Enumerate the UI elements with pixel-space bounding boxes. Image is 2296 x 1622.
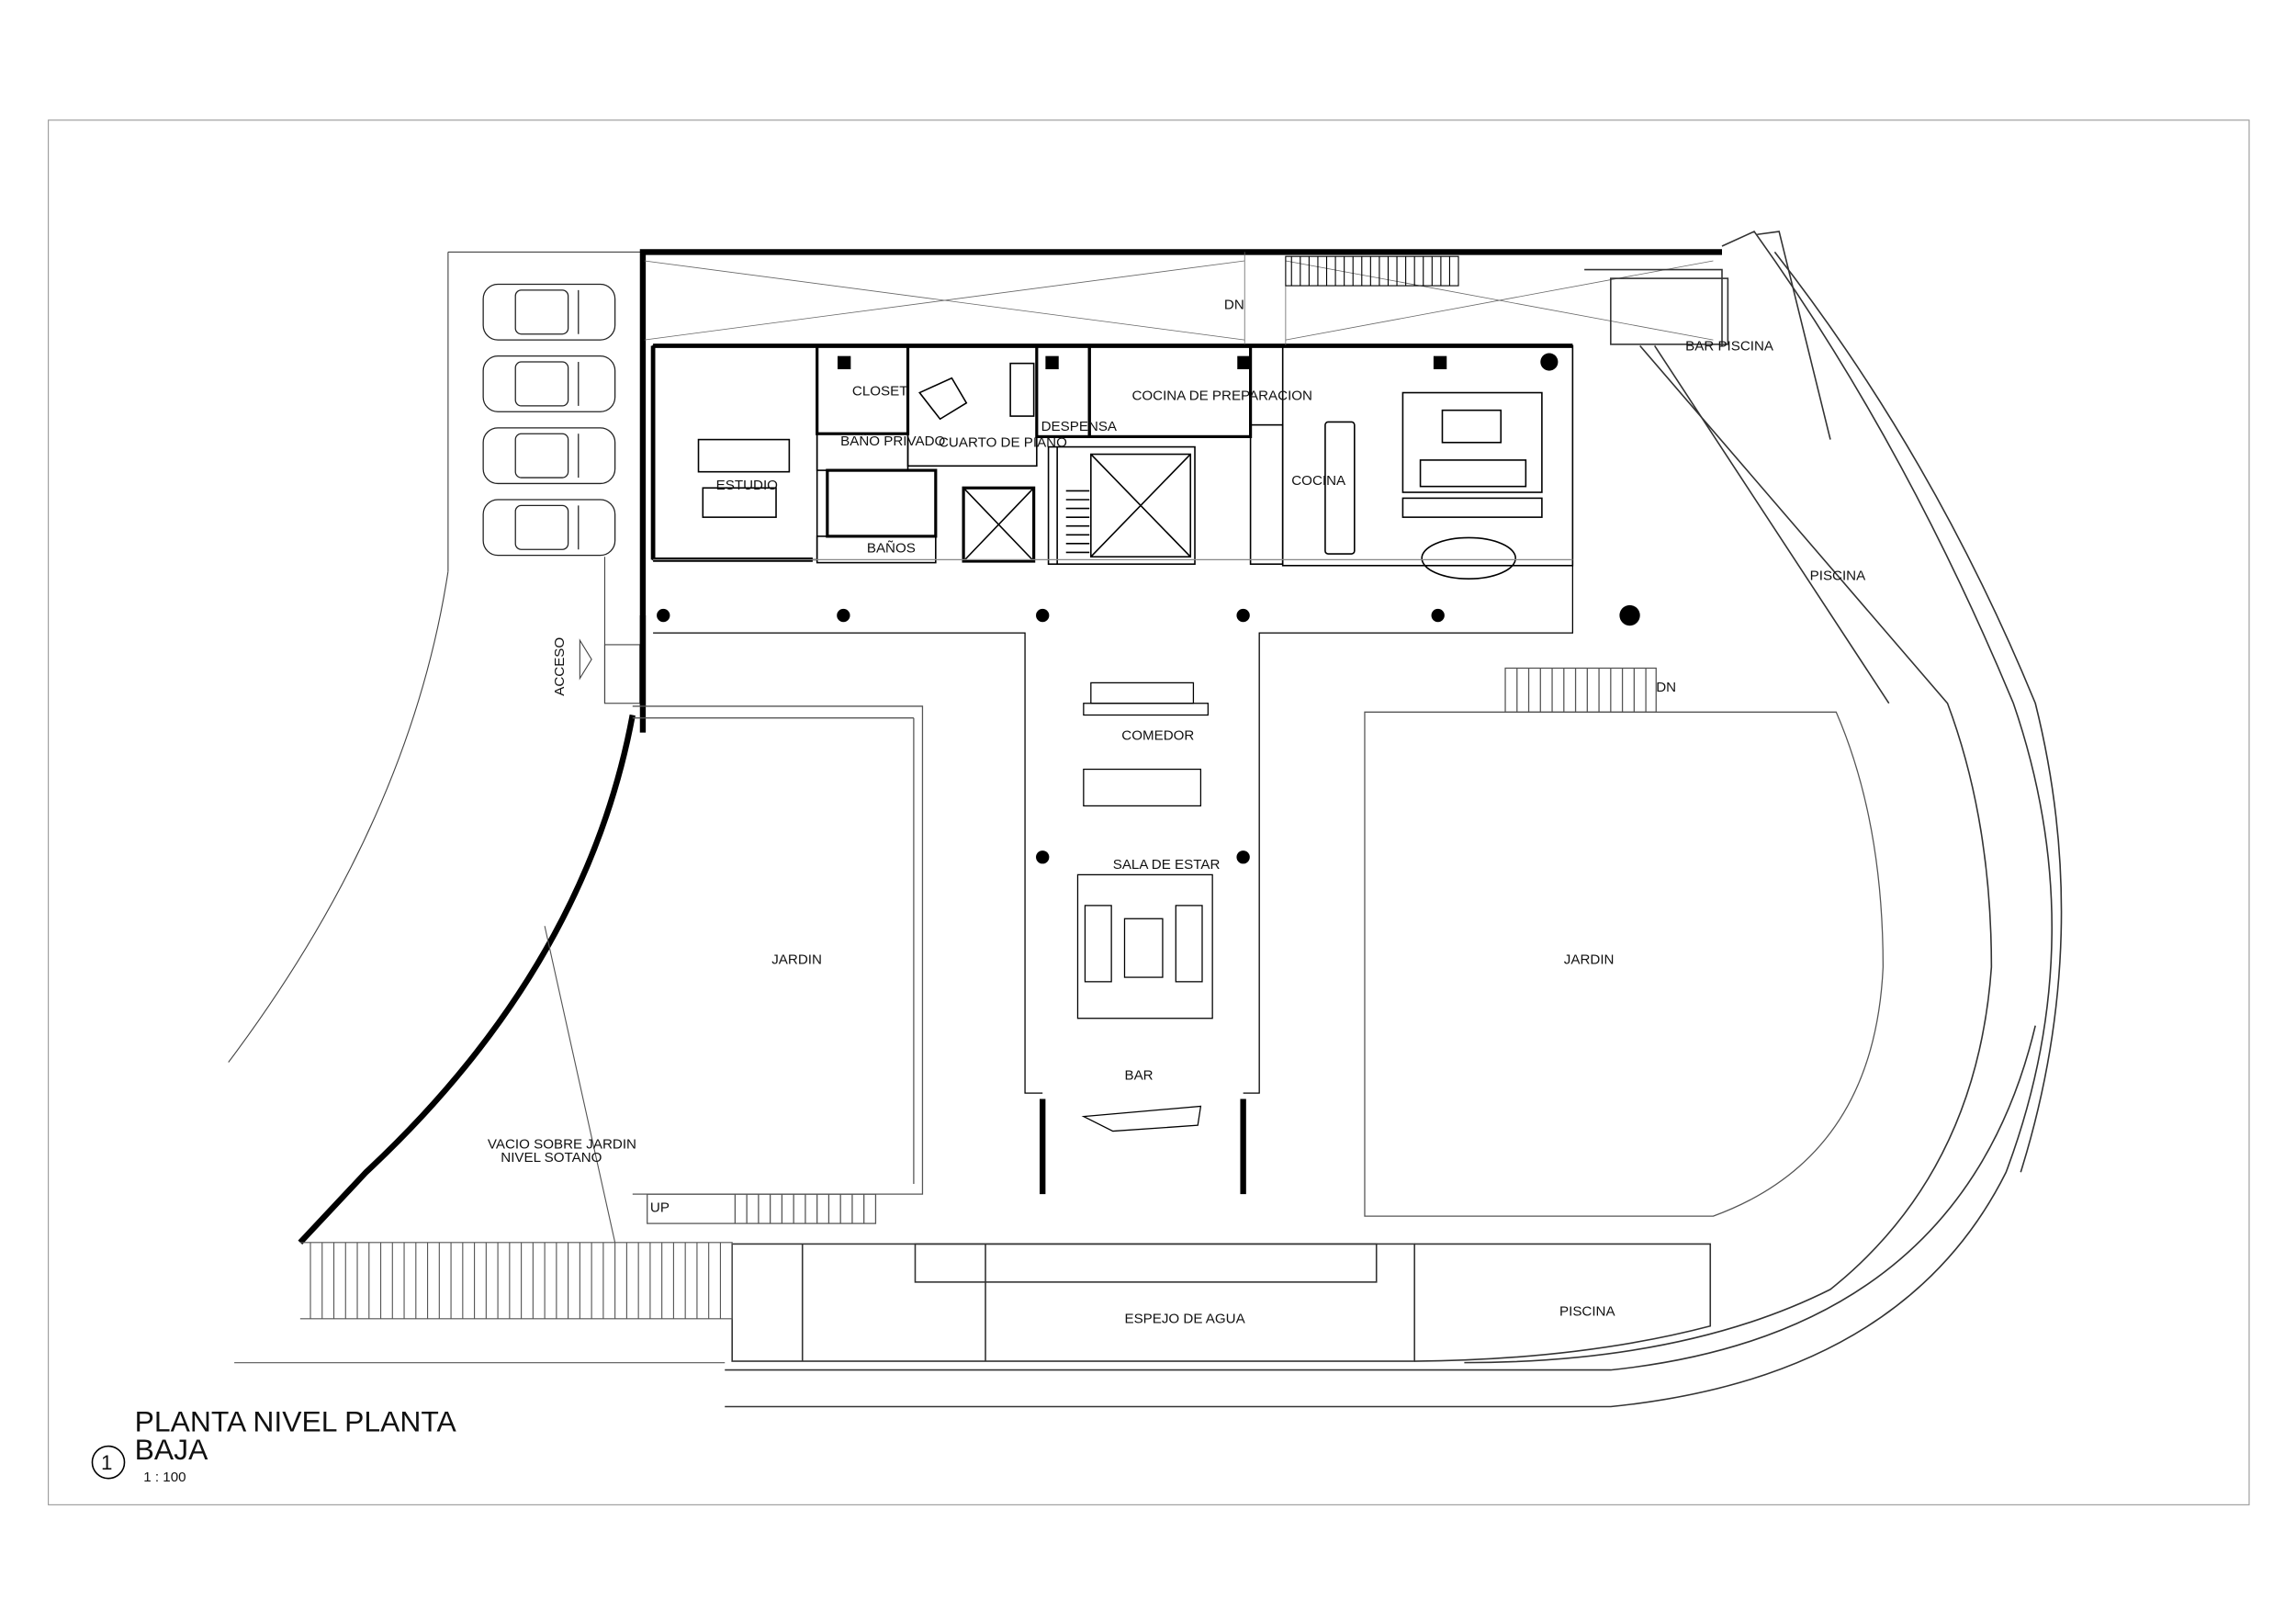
label-banos: BAÑOS <box>867 540 916 556</box>
label-dn-top: DN <box>1224 298 1244 313</box>
title-block: 1 PLANTA NIVEL PLANTA BAJA 1 : 100 <box>101 1405 456 1485</box>
label-despensa: DESPENSA <box>1041 419 1118 434</box>
label-closet: CLOSET <box>852 384 908 400</box>
label-bano-privado: BAÑO PRIVADO <box>840 434 945 449</box>
label-up-bottom: UP <box>650 1200 670 1215</box>
car-1 <box>482 283 616 341</box>
parked-cars <box>482 283 616 557</box>
title-number-circle <box>91 1445 126 1480</box>
label-estudio: ESTUDIO <box>716 478 779 493</box>
label-acceso: ACCESO <box>552 637 568 696</box>
gallery-outline <box>653 558 1574 1132</box>
label-cuarto-piano: CUARTO DE PIANO <box>939 435 1067 451</box>
label-dn-right: DN <box>1656 680 1676 695</box>
label-sala-estar: SALA DE ESTAR <box>1113 857 1221 873</box>
label-bar-piscina: BAR PISCINA <box>1685 338 1774 354</box>
label-bar: BAR <box>1124 1068 1153 1084</box>
car-3 <box>482 427 616 485</box>
label-jardin-left: JARDIN <box>771 952 822 968</box>
title-scale: 1 : 100 <box>143 1470 186 1485</box>
label-cocina: COCINA <box>1291 473 1346 489</box>
label-piscina-bottom: PISCINA <box>1559 1304 1615 1320</box>
title-line2: BAJA <box>135 1433 208 1466</box>
label-piscina-right: PISCINA <box>1810 569 1866 584</box>
main-walls <box>298 249 1722 1245</box>
vacio-lines <box>234 926 733 1364</box>
label-vacio-line1: VACIO SOBRE JARDIN <box>488 1137 636 1153</box>
car-2 <box>482 355 616 412</box>
interior-rooms <box>652 344 1574 580</box>
pool-curve <box>725 231 2063 1408</box>
label-jardin-right: JARDIN <box>1564 952 1615 968</box>
sheet-frame <box>48 119 2250 1505</box>
parking-area <box>228 251 645 1063</box>
label-cocina-preparacion: COCINA DE PREPARACION <box>1131 389 1312 404</box>
gardens <box>632 667 1885 1224</box>
room-labels: ESTUDIO CLOSET BAÑO PRIVADO BAÑOS CUARTO… <box>488 298 1866 1327</box>
top-roof-lines <box>644 252 1714 346</box>
top-stair <box>1285 255 1459 287</box>
title-line1: PLANTA NIVEL PLANTA <box>135 1405 457 1438</box>
title-number: 1 <box>101 1451 112 1474</box>
label-espejo-agua: ESPEJO DE AGUA <box>1124 1312 1245 1327</box>
label-comedor: COMEDOR <box>1121 728 1194 744</box>
car-4 <box>482 499 616 557</box>
columns <box>657 353 1640 864</box>
label-vacio-line2: NIVEL SOTANO <box>501 1150 602 1166</box>
